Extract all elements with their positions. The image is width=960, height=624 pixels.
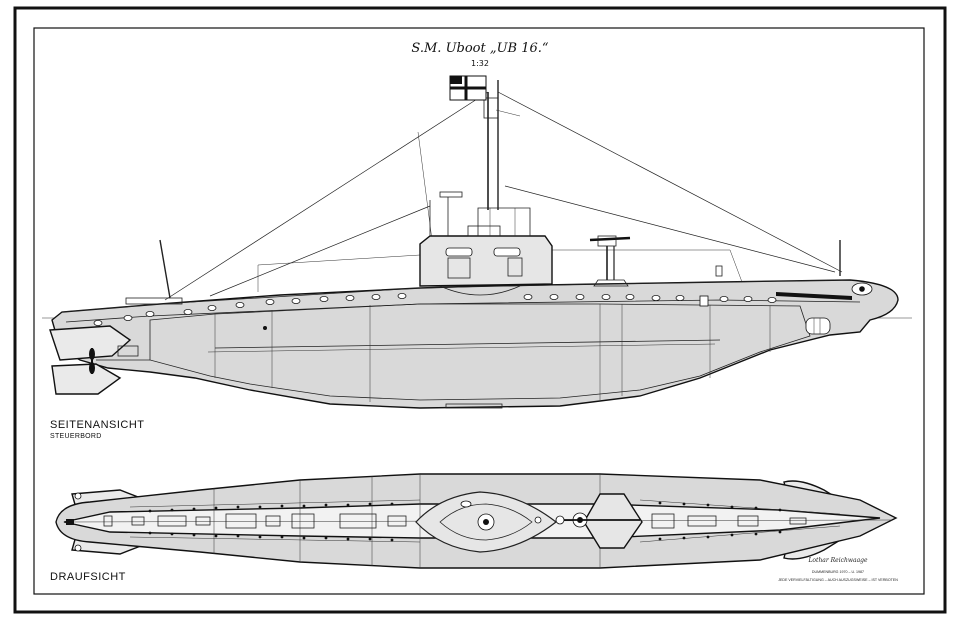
bridge-screen bbox=[467, 225, 501, 237]
ensign-flag-icon bbox=[449, 75, 487, 101]
deck-gun bbox=[589, 235, 631, 287]
hawsepipe-eye-icon bbox=[851, 282, 873, 296]
tower-porthole bbox=[445, 247, 473, 257]
top-view-drawing bbox=[55, 473, 898, 569]
inner-border bbox=[33, 27, 925, 595]
stern-hydroplane bbox=[51, 363, 122, 395]
bow-torpedo-tube bbox=[805, 317, 831, 335]
draftsman-signature: Lothar Reichwaage bbox=[807, 557, 868, 564]
deck-fittings bbox=[66, 513, 807, 529]
limber-holes bbox=[148, 501, 782, 542]
drawing-scale: 1:32 bbox=[471, 59, 489, 68]
side-view-label: SEITENANSICHT bbox=[50, 419, 145, 431]
drawing-title: S.M. Uboot „UB 16.“ bbox=[411, 41, 548, 56]
jumping-wire-fore bbox=[497, 91, 843, 273]
stern-bollard bbox=[125, 297, 183, 305]
propeller-icon bbox=[89, 348, 95, 374]
periscope-head bbox=[439, 191, 463, 198]
stay-wire-aft bbox=[209, 205, 431, 297]
stay-wire-fore bbox=[504, 185, 836, 273]
side-view-drawing bbox=[42, 75, 912, 409]
bow-plane bbox=[776, 292, 852, 300]
keel-strip-lower bbox=[207, 343, 716, 353]
credits-line-1: DUMMENBURG 1970 – U. 1987 bbox=[812, 570, 864, 574]
side-view-sublabel: STEUERBORD bbox=[50, 433, 102, 440]
stern-staff bbox=[159, 239, 171, 299]
bridge-canopy bbox=[477, 207, 531, 237]
saddle-tank bbox=[149, 303, 811, 401]
ballast-keel bbox=[445, 403, 503, 409]
jumping-wire-aft bbox=[164, 91, 489, 301]
tower-door bbox=[507, 257, 523, 277]
credits-line-2: JEDE VERVIELFÄLTIGUNG – AUCH AUSZUGSWEIS… bbox=[778, 578, 898, 582]
tower-porthole bbox=[493, 247, 521, 257]
keel-strip bbox=[214, 339, 721, 349]
conning-tower bbox=[419, 235, 553, 287]
railing-aft bbox=[257, 254, 421, 292]
tower-fairing bbox=[439, 285, 521, 296]
gun-platform-plan bbox=[583, 493, 643, 549]
fore-hatch bbox=[699, 295, 709, 307]
stern-rudder bbox=[49, 325, 132, 361]
tower-hatch-door bbox=[447, 257, 471, 279]
top-view-label: DRAUFSICHT bbox=[50, 571, 126, 583]
outer-border bbox=[13, 6, 947, 614]
deck-line bbox=[61, 279, 851, 313]
railing-fore bbox=[552, 249, 743, 283]
deck-portholes bbox=[93, 292, 777, 326]
